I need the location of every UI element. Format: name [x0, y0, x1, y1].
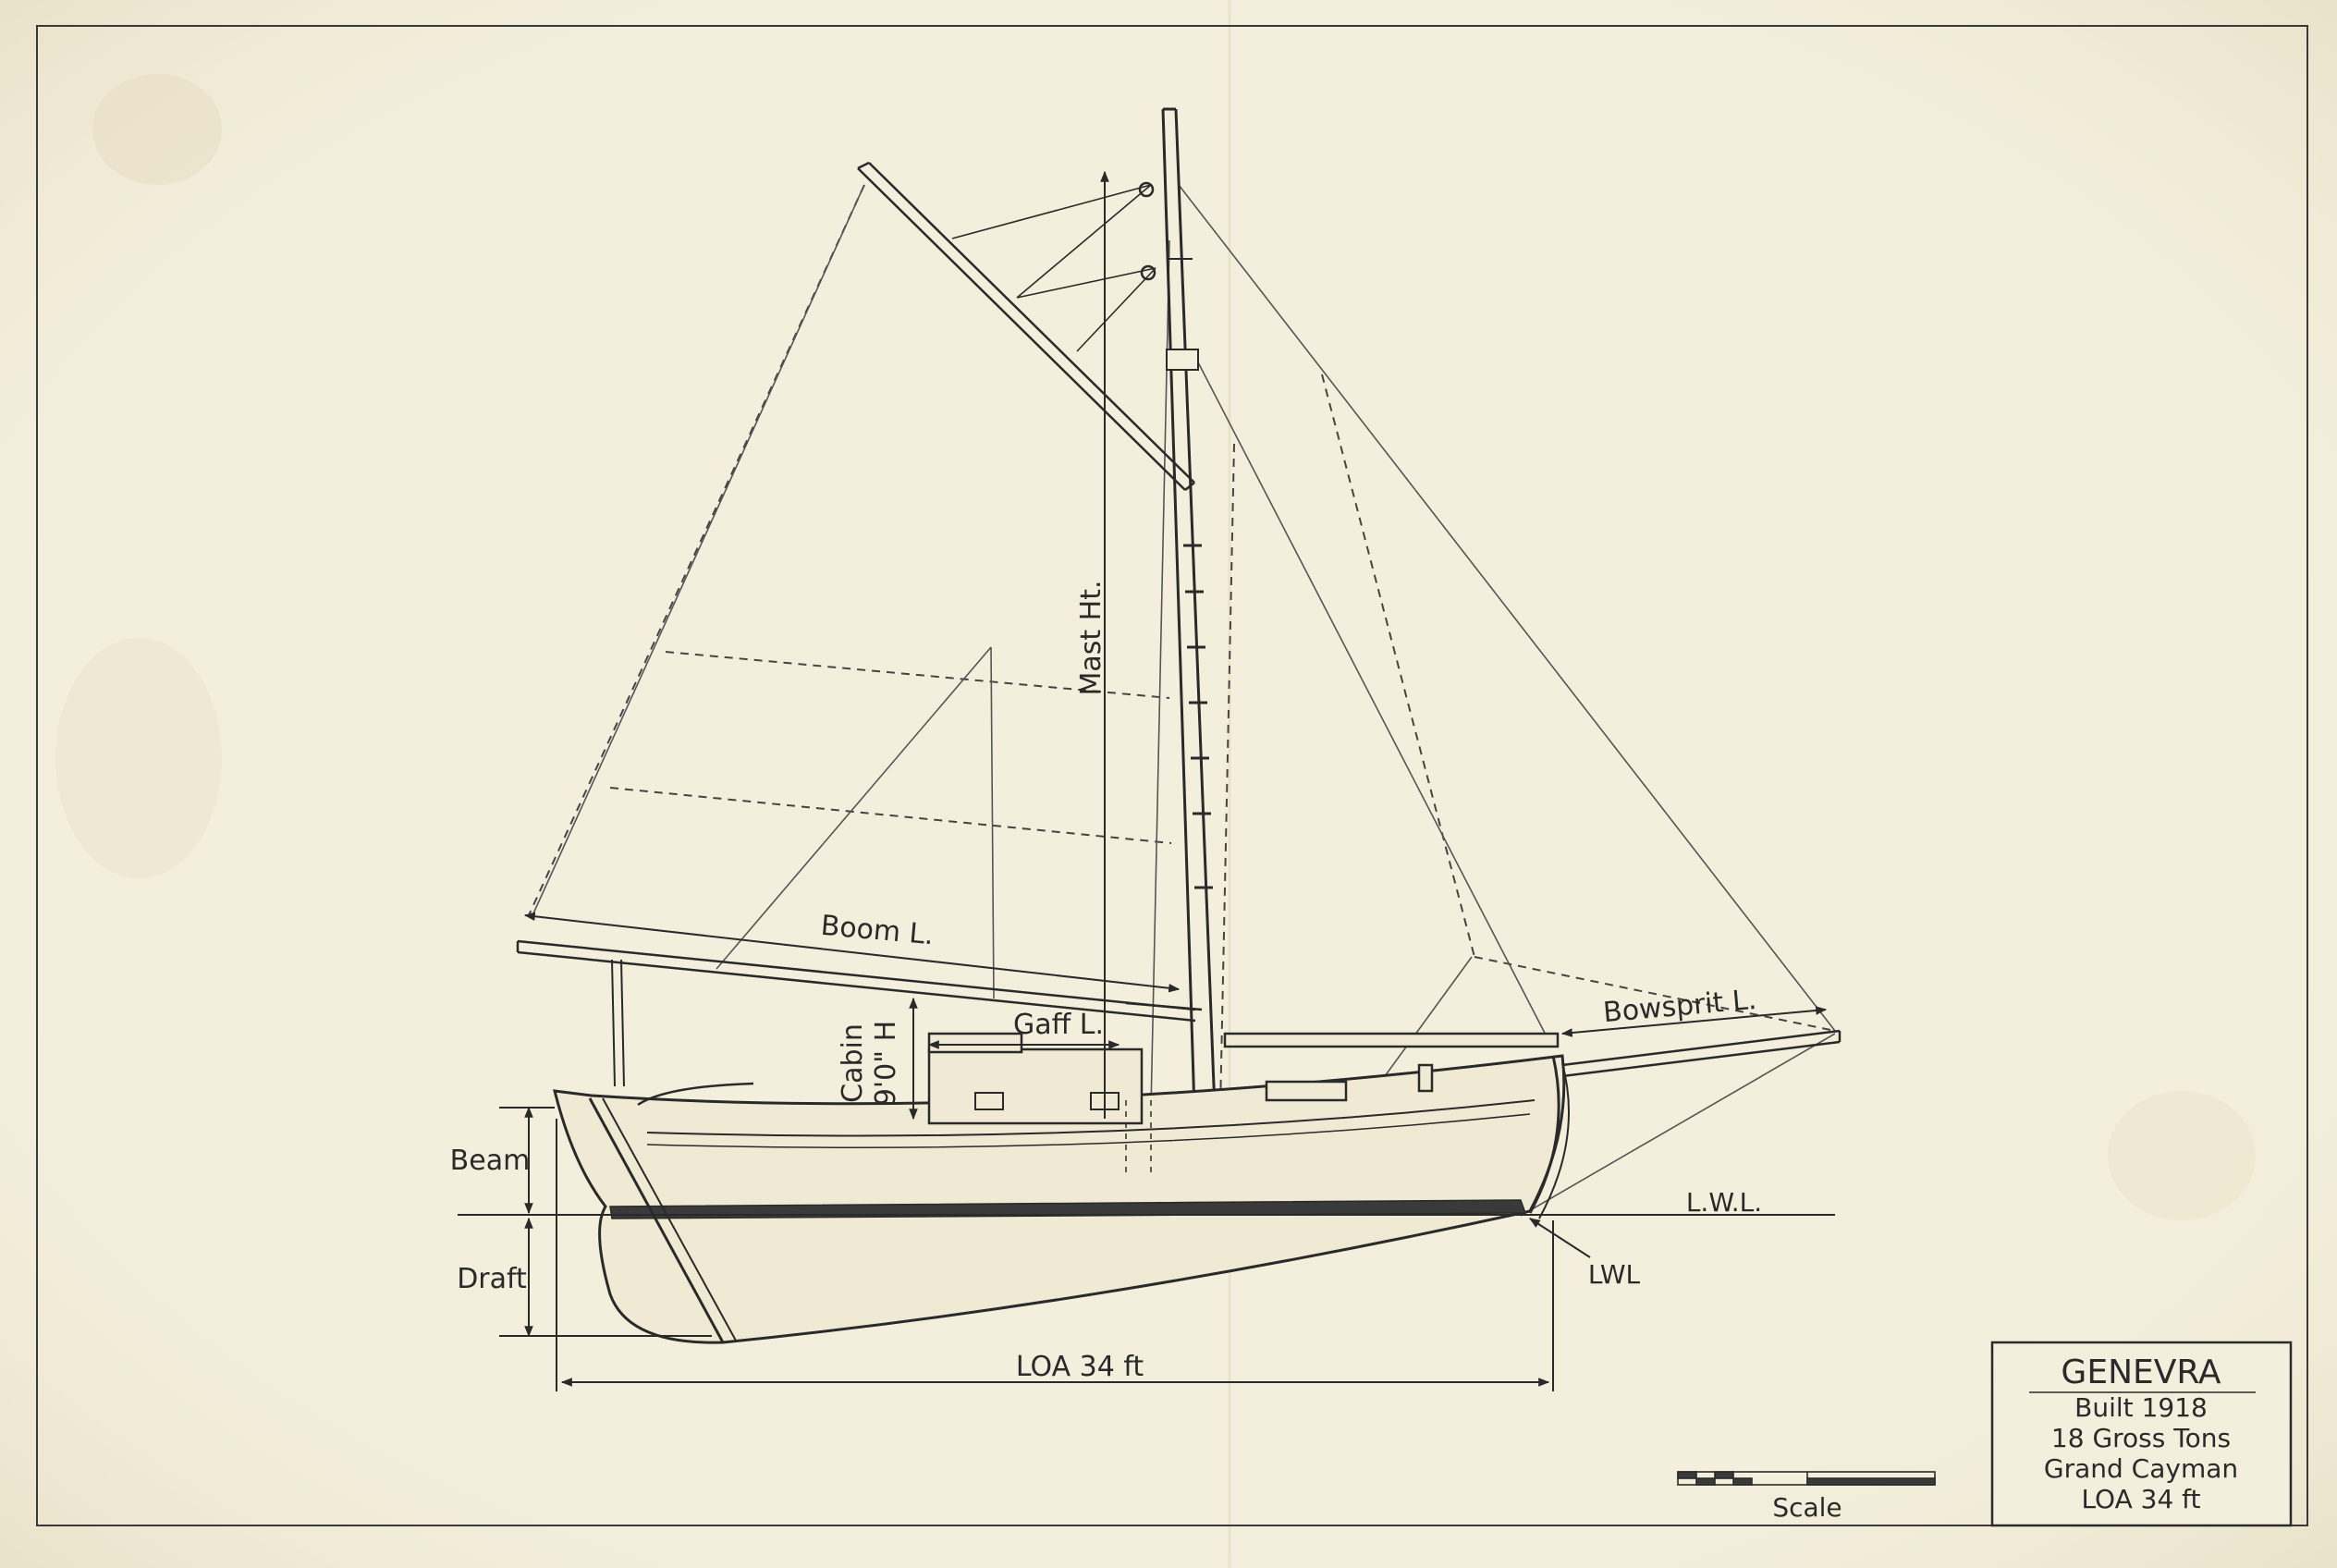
mast-height-label: Mast Ht. — [1075, 580, 1107, 695]
paper-stain — [55, 638, 222, 878]
bowsprit-length-dimension — [1560, 1006, 1828, 1037]
beam-label: Beam — [450, 1145, 531, 1177]
title-block-tons: 18 Gross Tons — [2051, 1423, 2231, 1453]
drawing-border — [36, 25, 2308, 1526]
mast — [1161, 107, 1217, 1110]
title-block-loa: LOA 34 ft — [2081, 1484, 2200, 1514]
title-block-name: GENEVRA — [2061, 1354, 2221, 1391]
cabin-height-label: 9'0" H — [870, 1021, 902, 1106]
jib-sail — [1219, 374, 1836, 1110]
title-block-place: Grand Cayman — [2044, 1453, 2238, 1484]
cabin-label: Cabin — [837, 1023, 869, 1103]
jib-stays — [1178, 184, 1836, 1217]
dimension-lines — [499, 170, 1828, 1391]
scale-label: Scale — [1772, 1492, 1841, 1523]
paper-stain — [92, 74, 222, 185]
cabin-house — [637, 1032, 1560, 1174]
scale-bar — [1677, 1471, 1936, 1486]
loa-label: LOA 34 ft — [1016, 1351, 1144, 1383]
paper-stain — [2108, 1091, 2256, 1220]
gaff-spar — [857, 161, 1195, 491]
title-block-built: Built 1918 — [2074, 1392, 2208, 1423]
lwl-leader — [1528, 1218, 1591, 1258]
title-block: GENEVRA Built 1918 18 Gross Tons Grand C… — [1990, 1341, 2293, 1527]
gaff-length-label: Gaff L. — [1013, 1009, 1104, 1041]
boom-length-dimension — [523, 912, 1181, 993]
draft-label: Draft — [457, 1263, 527, 1295]
waterline-label: L.W.L. — [1686, 1187, 1762, 1218]
lwl-label: LWL — [1588, 1259, 1641, 1290]
